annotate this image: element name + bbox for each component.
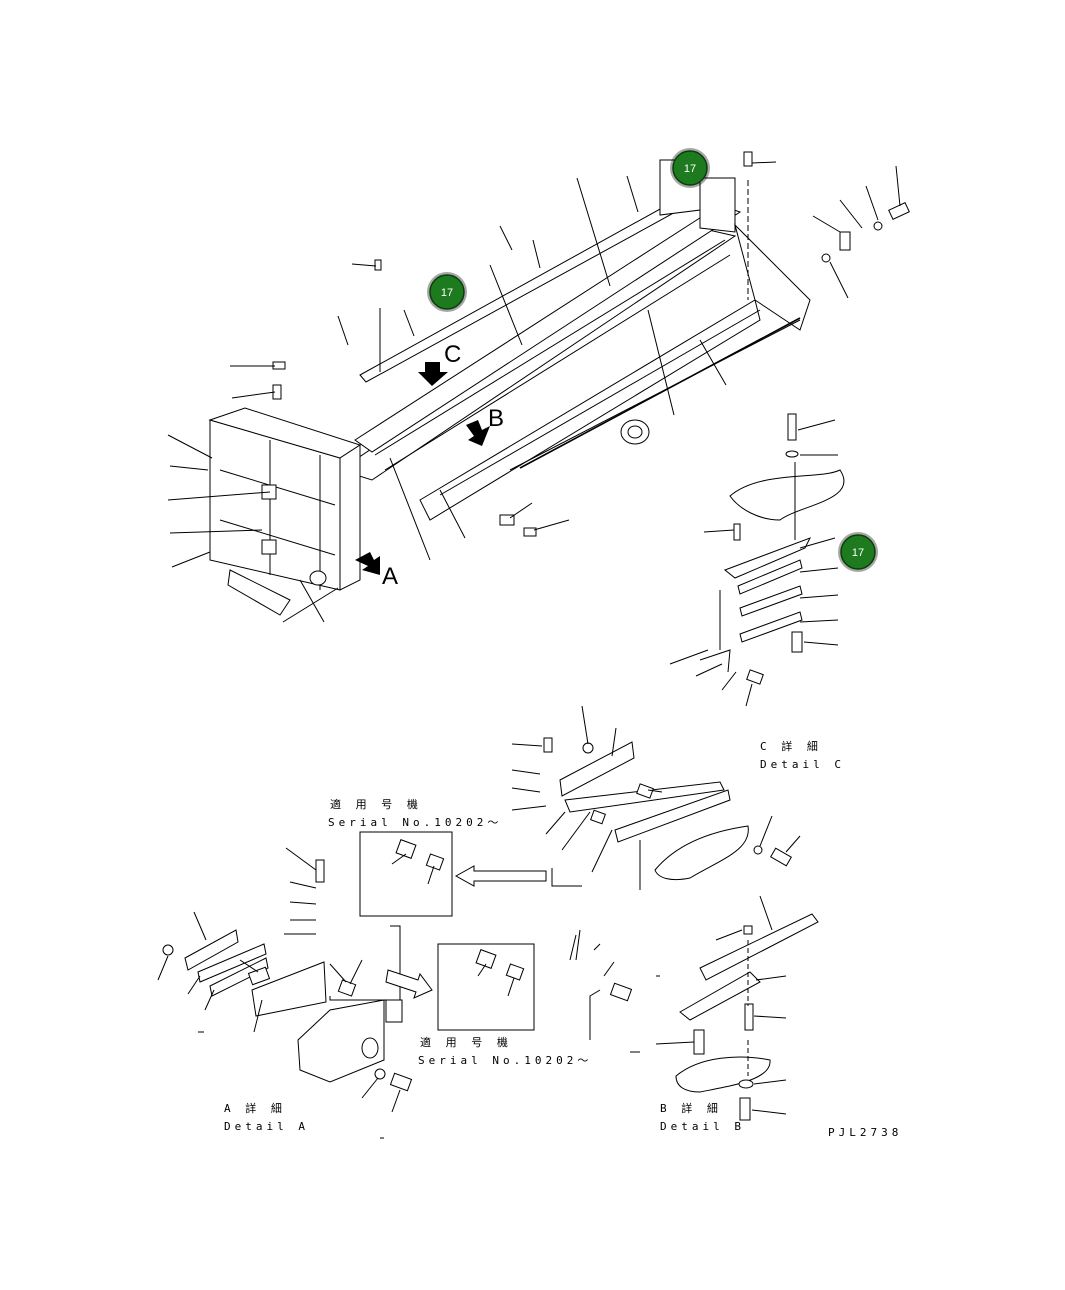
serial-note-1-jp: 適 用 号 機 <box>330 797 422 811</box>
detail-b-lower-parts <box>569 895 819 1121</box>
badge-2-fill <box>429 274 465 310</box>
serial-note-1-en: Serial No.10202～ <box>328 816 502 829</box>
badge-1-fill <box>672 150 708 186</box>
detail-c-parts <box>359 705 801 917</box>
badge-2-label: 17 <box>441 287 453 299</box>
detail-a-title-en: Detail A <box>224 1120 309 1133</box>
detail-c-title-en: Detail C <box>760 758 845 771</box>
serial-note-2-jp: 適 用 号 機 <box>420 1035 512 1049</box>
drawing-code: PJL2738 <box>828 1126 902 1139</box>
callout-badge-2[interactable]: 17 <box>427 272 467 312</box>
view-arrow-c-label: C <box>444 341 461 368</box>
detail-b-title-en: Detail B <box>660 1120 745 1133</box>
detail-b-title-jp: B 詳 細 <box>660 1101 722 1115</box>
badge-1-label: 17 <box>684 163 696 175</box>
badge-3-label: 17 <box>852 547 864 559</box>
badge-3-fill <box>840 534 876 570</box>
serial-note-2-en: Serial No.10202～ <box>418 1054 592 1067</box>
callout-badge-3[interactable]: 17 <box>838 532 878 572</box>
detail-b-upper-parts <box>669 413 845 707</box>
view-arrow-b-label: B <box>488 405 504 432</box>
main-frame-assembly <box>167 151 910 623</box>
callout-badge-1[interactable]: 17 <box>670 148 710 188</box>
view-arrow-a-label: A <box>382 563 398 590</box>
detail-a-parts <box>157 847 535 1139</box>
detail-c-title-jp: C 詳 細 <box>760 739 822 753</box>
detail-a-title-jp: A 詳 細 <box>224 1101 286 1115</box>
